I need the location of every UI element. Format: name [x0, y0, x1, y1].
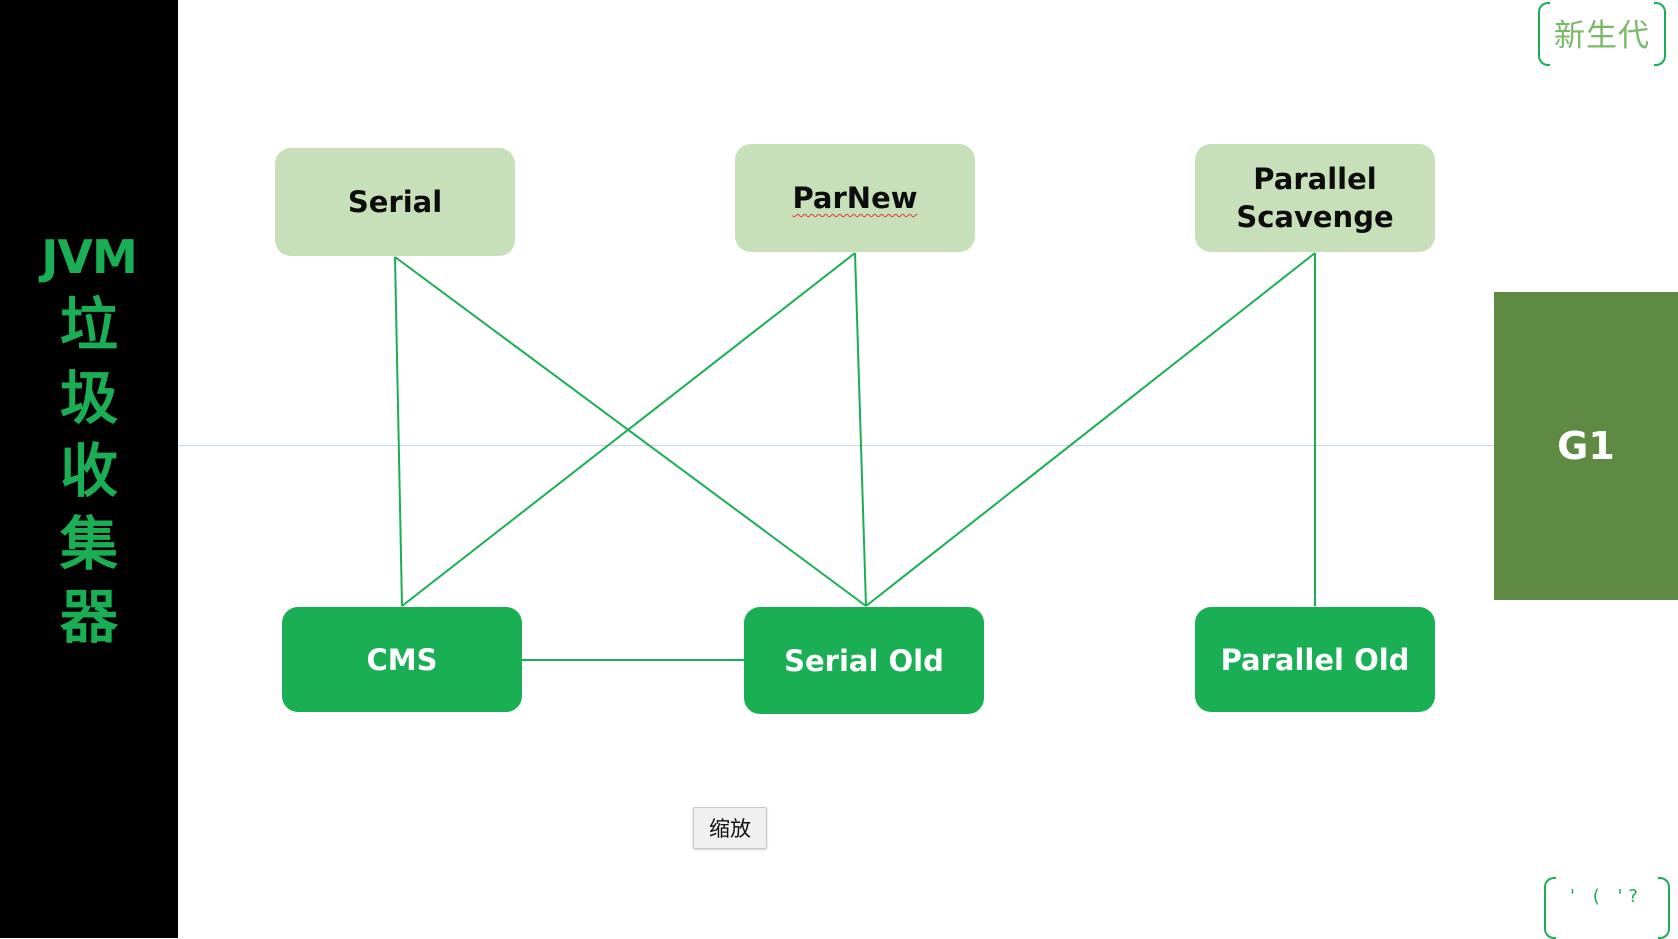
link-serial-serialold	[394, 256, 867, 607]
collector-parnew: ParNew	[735, 144, 975, 252]
young-generation-label: 新生代	[1554, 17, 1650, 54]
title-char-4: 集	[59, 510, 118, 578]
title-jvm: JVM	[41, 230, 137, 284]
link-serial-cms	[394, 256, 403, 607]
title-char-3: 收	[59, 437, 118, 505]
collector-serial-old: Serial Old	[744, 607, 984, 714]
vertical-title: JVM 垃 圾 收 集 器	[0, 225, 178, 654]
collector-cms: CMS	[282, 607, 522, 712]
collector-parallel-scavenge-line2: Scavenge	[1236, 200, 1394, 234]
collector-serial-label: Serial	[347, 185, 443, 219]
old-generation-tag: ' ( '?	[1544, 877, 1670, 939]
link-ps-serialold	[865, 252, 1316, 607]
collector-parallel-scavenge-line1: Parallel	[1253, 162, 1377, 196]
collector-serial: Serial	[275, 148, 515, 256]
bracket-left	[1544, 877, 1556, 939]
generation-divider	[178, 445, 1494, 446]
link-parnew-serialold	[854, 252, 867, 607]
zoom-button[interactable]: 缩放	[693, 807, 767, 849]
link-parnew-cms	[401, 252, 856, 607]
old-generation-label: ' ( '?	[1570, 885, 1644, 907]
title-char-1: 垃	[59, 291, 118, 359]
collector-parallel-old: Parallel Old	[1195, 607, 1435, 712]
collector-g1: G1	[1494, 292, 1678, 600]
title-char-2: 圾	[59, 364, 118, 432]
title-char-5: 器	[59, 583, 118, 651]
collector-parallel-old-label: Parallel Old	[1220, 642, 1410, 677]
collector-parnew-label: ParNew	[792, 181, 918, 215]
bracket-right	[1654, 2, 1666, 66]
bracket-left	[1538, 2, 1550, 66]
collector-parallel-scavenge: Parallel Scavenge	[1195, 144, 1435, 252]
young-generation-tag: 新生代	[1538, 2, 1666, 66]
left-title-bar: JVM 垃 圾 收 集 器	[0, 0, 178, 938]
bracket-right	[1658, 877, 1670, 939]
collector-g1-label: G1	[1557, 424, 1615, 468]
collector-cms-label: CMS	[366, 642, 438, 677]
collector-serial-old-label: Serial Old	[784, 643, 944, 678]
